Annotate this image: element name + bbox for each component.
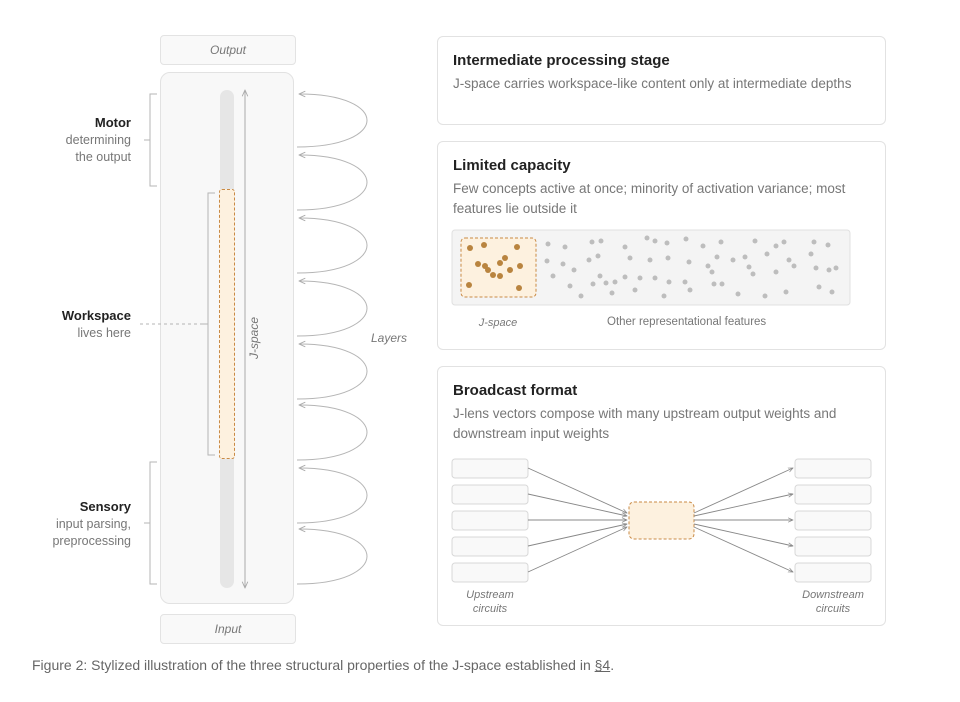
figure-caption: Figure 2: Stylized illustration of the t… — [32, 657, 614, 673]
card-intermediate-stage: Intermediate processing stage J-space ca… — [437, 36, 886, 125]
jlens-hub — [628, 501, 695, 540]
layer-loop — [296, 218, 368, 274]
layers-label: Layers — [371, 331, 408, 345]
sensory-desc-2: preprocessing — [52, 534, 131, 548]
motor-desc-1: determining — [65, 133, 131, 147]
motor-bracket — [144, 93, 157, 187]
jspace-cluster — [460, 237, 537, 298]
card-title: Limited capacity — [453, 157, 571, 174]
jspace-feature-label: J-space — [478, 317, 518, 329]
layer-loop — [296, 405, 368, 461]
jspace-band — [219, 189, 235, 459]
card-text: Few concepts active at once; minority of… — [453, 181, 846, 216]
layer-loop — [296, 344, 368, 400]
layer-loop — [296, 281, 368, 337]
upstream-boxes — [451, 458, 529, 583]
card-title: Intermediate processing stage — [453, 52, 670, 69]
feature-strip — [451, 229, 851, 306]
card-title: Broadcast format — [453, 382, 578, 399]
sensory-title: Sensory — [79, 499, 131, 514]
caption-end: . — [610, 657, 615, 673]
card-text: J-lens vectors compose with many upstrea… — [453, 406, 837, 441]
active-dots — [466, 242, 523, 291]
caption-text: Figure 2: Stylized illustration of the t… — [32, 657, 595, 673]
motor-desc-2: the output — [75, 150, 131, 164]
layer-loop — [296, 468, 368, 524]
downstream-boxes — [794, 458, 872, 583]
layer-loop — [296, 94, 368, 148]
card-text: J-space carries workspace-like content o… — [453, 76, 852, 91]
input-box: Input — [160, 614, 296, 644]
sensory-bracket — [144, 461, 157, 585]
workspace-bracket — [202, 192, 215, 456]
broadcast-arrows — [527, 467, 793, 573]
inactive-dots — [544, 235, 839, 299]
workspace-title: Workspace — [61, 308, 131, 323]
sensory-desc-1: input parsing, — [55, 517, 131, 531]
layer-loop — [296, 155, 368, 211]
other-features-label: Other representational features — [607, 316, 767, 328]
layer-loop — [296, 529, 368, 585]
motor-title: Motor — [94, 115, 131, 130]
workspace-desc: lives here — [77, 326, 132, 340]
output-box: Output — [160, 35, 296, 65]
section-link[interactable]: §4 — [594, 657, 611, 673]
